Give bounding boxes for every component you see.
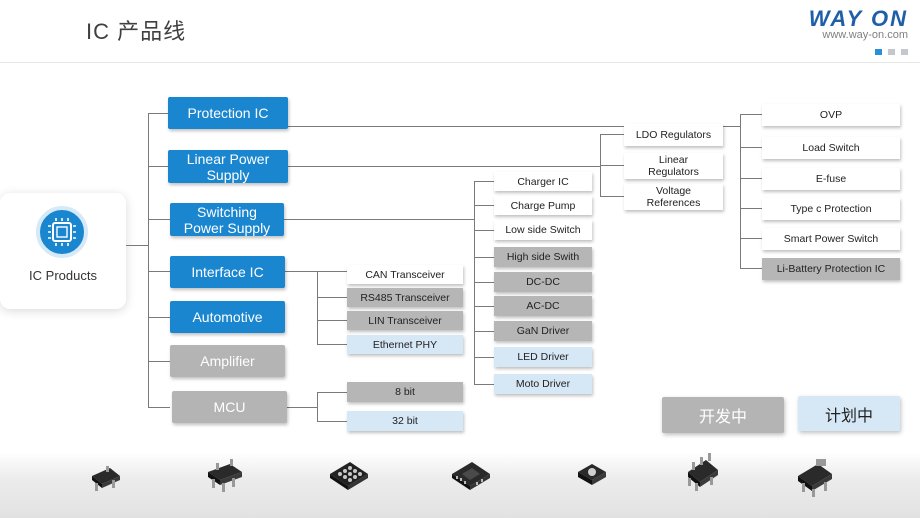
header-divider (0, 62, 920, 63)
item-li-battery-protection: Li-Battery Protection IC (762, 258, 900, 280)
page-title: IC 产品线 (86, 19, 187, 44)
item-low-side-switch: Low side Switch (494, 220, 592, 240)
category-interface-ic: Interface IC (170, 256, 285, 288)
item-lin-transceiver: LIN Transceiver (347, 311, 463, 330)
item-can-transceiver: CAN Transceiver (347, 265, 463, 284)
item-ethernet-phy: Ethernet PHY (347, 335, 463, 354)
item-charger-ic: Charger IC (494, 172, 592, 191)
package-sot223-icon (792, 456, 840, 503)
category-mcu: MCU (172, 391, 287, 423)
package-strip (0, 452, 920, 518)
item-ovp: OVP (762, 104, 900, 126)
package-wlcsp-icon (574, 458, 610, 499)
category-amplifier: Amplifier (170, 345, 285, 377)
item-32-bit: 32 bit (347, 411, 463, 431)
item-rs485-transceiver: RS485 Transceiver (347, 288, 463, 307)
ic-products-label: IC Products (29, 268, 97, 283)
category-protection-ic: Protection IC (168, 97, 288, 129)
package-dfn-icon (448, 456, 494, 501)
package-sot23-5-icon (202, 456, 248, 501)
package-bga-icon (326, 454, 372, 501)
company-url: www.way-on.com (822, 29, 908, 41)
page-indicator (869, 42, 908, 60)
legend-planned: 计划中 (798, 396, 900, 431)
item-gan-driver: GaN Driver (494, 321, 592, 341)
item-linear-regulators: Linear Regulators (624, 153, 723, 179)
item-e-fuse: E-fuse (762, 168, 900, 190)
category-linear-power-supply: Linear Power Supply (168, 150, 288, 183)
item-moto-driver: Moto Driver (494, 374, 592, 394)
item-load-switch: Load Switch (762, 137, 900, 159)
item-smart-power-switch: Smart Power Switch (762, 228, 900, 250)
item-voltage-references: Voltage References (624, 184, 723, 210)
item-ac-dc: AC-DC (494, 296, 592, 316)
category-switching-power-supply: Switching Power Supply (170, 203, 284, 236)
item-dc-dc: DC-DC (494, 272, 592, 292)
package-sot23-6-icon (680, 450, 724, 501)
company-logo: WAY ON (808, 6, 908, 31)
category-automotive: Automotive (170, 301, 285, 333)
package-sot23-icon (86, 462, 126, 503)
item-ldo-regulators: LDO Regulators (624, 124, 723, 146)
legend-developing: 开发中 (662, 397, 784, 433)
chip-icon (36, 206, 88, 258)
item-high-side-switch: High side Swith (494, 247, 592, 267)
item-led-driver: LED Driver (494, 347, 592, 367)
item-charge-pump: Charge Pump (494, 196, 592, 215)
item-8-bit: 8 bit (347, 382, 463, 402)
item-type-c-protection: Type c Protection (762, 198, 900, 220)
